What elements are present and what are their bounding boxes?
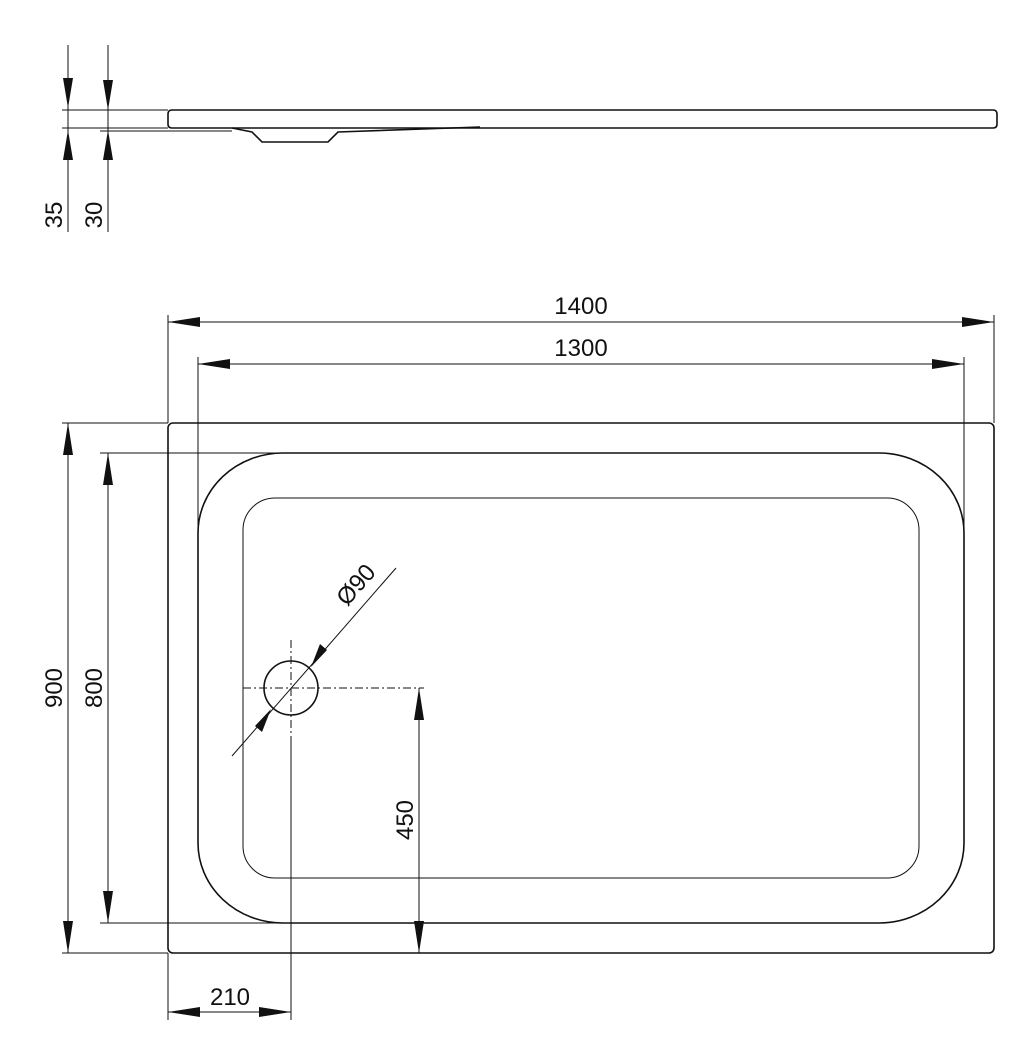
dimension-450: 450: [392, 688, 424, 953]
side-view-drain-outlet: [231, 126, 481, 143]
dimension-800: 800: [81, 452, 280, 924]
dimension-1300-label: 1300: [554, 335, 607, 362]
dimension-30-label: 30: [81, 202, 108, 229]
side-view: 35 30: [41, 45, 998, 232]
dimension-drain-diameter: Ø90: [231, 559, 397, 757]
side-view-tray-profile: [167, 109, 998, 129]
dimension-450-label: 450: [392, 800, 419, 840]
dimension-30: 30: [81, 45, 113, 232]
dimension-1300: 1300: [197, 335, 965, 530]
dimension-35: 35: [41, 45, 73, 232]
tray-basin-edge: [197, 452, 965, 924]
dimension-drain-diameter-label: Ø90: [331, 559, 381, 611]
plan-view: Ø90 1400 1300 900: [41, 293, 995, 1020]
dimension-1400-label: 1400: [554, 293, 607, 320]
dimension-1400: 1400: [167, 293, 995, 423]
dimension-35-label: 35: [41, 202, 68, 229]
dimension-800-label: 800: [81, 668, 108, 708]
dimension-210-label: 210: [210, 984, 250, 1011]
dimension-900-label: 900: [41, 668, 68, 708]
tray-outer-rim: [167, 422, 995, 954]
dimension-900: 900: [41, 422, 168, 954]
dimension-210: 210: [167, 953, 291, 1020]
